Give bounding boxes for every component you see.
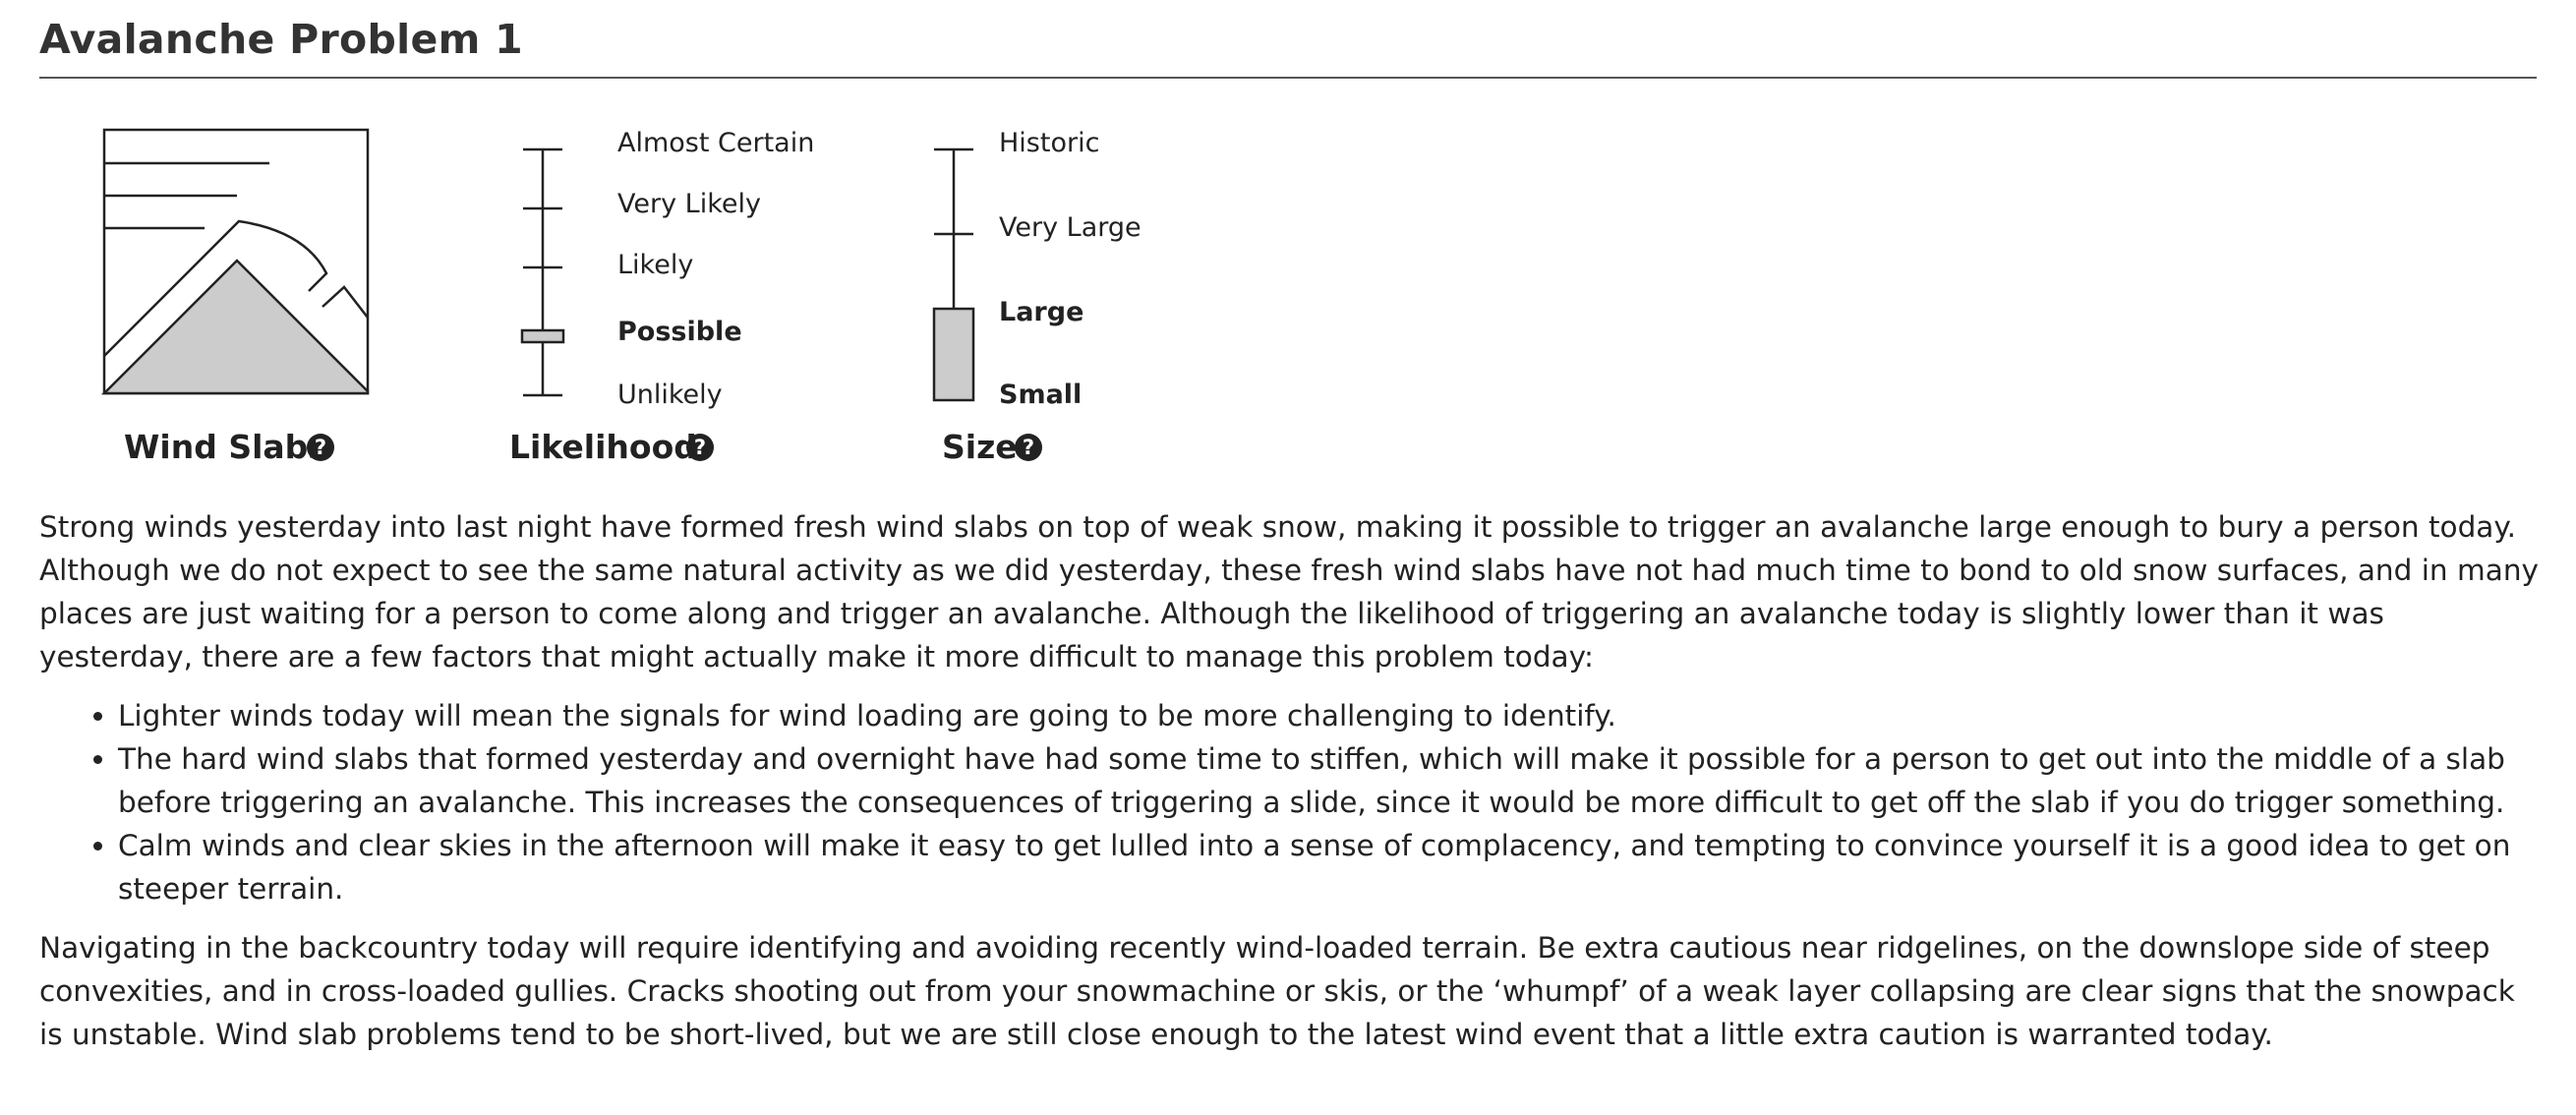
list-item: Lighter winds today will mean the signal… [118, 694, 2547, 737]
likelihood-level-very-likely: Very Likely [617, 189, 761, 219]
discussion-intro: Strong winds yesterday into last night h… [39, 510, 2539, 674]
list-item: The hard wind slabs that formed yesterda… [118, 737, 2547, 824]
likelihood-help-icon[interactable]: ? [686, 434, 714, 461]
size-level-large: Large [999, 297, 1083, 327]
likelihood-level-unlikely: Unlikely [617, 380, 723, 410]
section-title: Avalanche Problem 1 [39, 16, 524, 63]
size-help-icon[interactable]: ? [1015, 434, 1042, 461]
discussion-closing: Navigating in the backcountry today will… [39, 931, 2515, 1051]
likelihood-marker [520, 328, 565, 344]
size-level-very-large: Very Large [999, 212, 1142, 243]
likelihood-level-possible: Possible [617, 317, 742, 347]
size-range-marker [932, 307, 975, 402]
problem-graphics: Wind Slabs ? Almost Certain Very Likely … [100, 128, 1142, 466]
size-level-small: Small [999, 380, 1082, 410]
likelihood-level-likely: Likely [617, 250, 693, 280]
size-label: Size [942, 428, 1018, 466]
problem-type-label: Wind Slabs [124, 428, 327, 466]
help-glyph: ? [694, 436, 706, 459]
likelihood-label: Likelihood [509, 428, 697, 466]
wind-slab-icon [100, 128, 370, 395]
problem-discussion: Strong winds yesterday into last night h… [39, 505, 2547, 1072]
problem-type-help-icon[interactable]: ? [307, 434, 334, 461]
help-glyph: ? [315, 436, 326, 459]
size-level-historic: Historic [999, 128, 1099, 158]
likelihood-scale [520, 147, 565, 397]
help-glyph: ? [1023, 436, 1034, 459]
discussion-bullet-list: Lighter winds today will mean the signal… [39, 694, 2547, 910]
likelihood-level-almost-certain: Almost Certain [617, 128, 814, 158]
list-item: Calm winds and clear skies in the aftern… [118, 824, 2547, 910]
size-scale [932, 147, 975, 402]
title-divider [39, 77, 2537, 79]
